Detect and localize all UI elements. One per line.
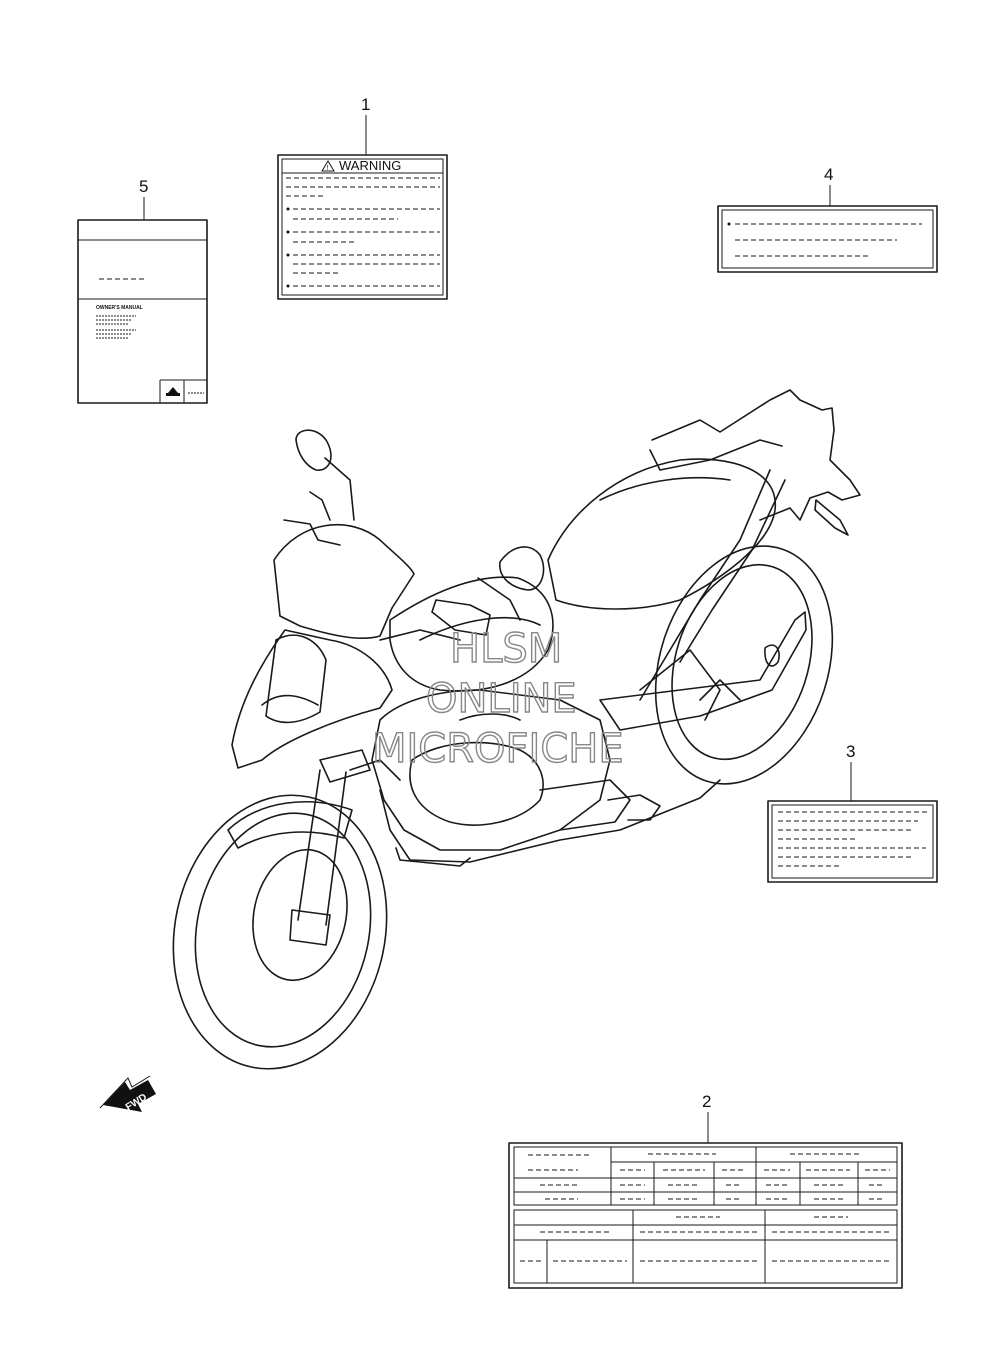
- callout-3: 3: [846, 742, 855, 761]
- fwd-arrow-icon: FWD: [99, 1075, 156, 1113]
- callout-2: 2: [702, 1092, 711, 1111]
- brand-logo-icon: [168, 387, 178, 393]
- watermark-line3: MICROFICHE: [372, 726, 624, 772]
- warning-triangle-icon: [321, 160, 335, 172]
- watermark-line1: HLSM: [450, 626, 562, 672]
- watermark: HLSM ONLINE MICROFICHE: [371, 625, 624, 772]
- label-2-part[interactable]: 2: [508, 1092, 903, 1289]
- svg-text:!: !: [327, 165, 329, 172]
- callout-1: 1: [361, 95, 370, 114]
- owners-manual-part[interactable]: 5 OWNER'S MANUAL: [77, 177, 208, 404]
- label-4-part[interactable]: 4: [717, 165, 938, 273]
- callout-5: 5: [139, 177, 148, 196]
- watermark-line2: ONLINE: [426, 676, 577, 722]
- warning-label-part[interactable]: 1 ! WARNING: [277, 95, 448, 300]
- label-3-part[interactable]: 3: [767, 742, 938, 883]
- warning-title: WARNING: [339, 158, 401, 173]
- motorcycle-outline: [172, 389, 861, 1070]
- owners-manual-title: OWNER'S MANUAL: [96, 305, 143, 311]
- callout-4: 4: [824, 165, 833, 184]
